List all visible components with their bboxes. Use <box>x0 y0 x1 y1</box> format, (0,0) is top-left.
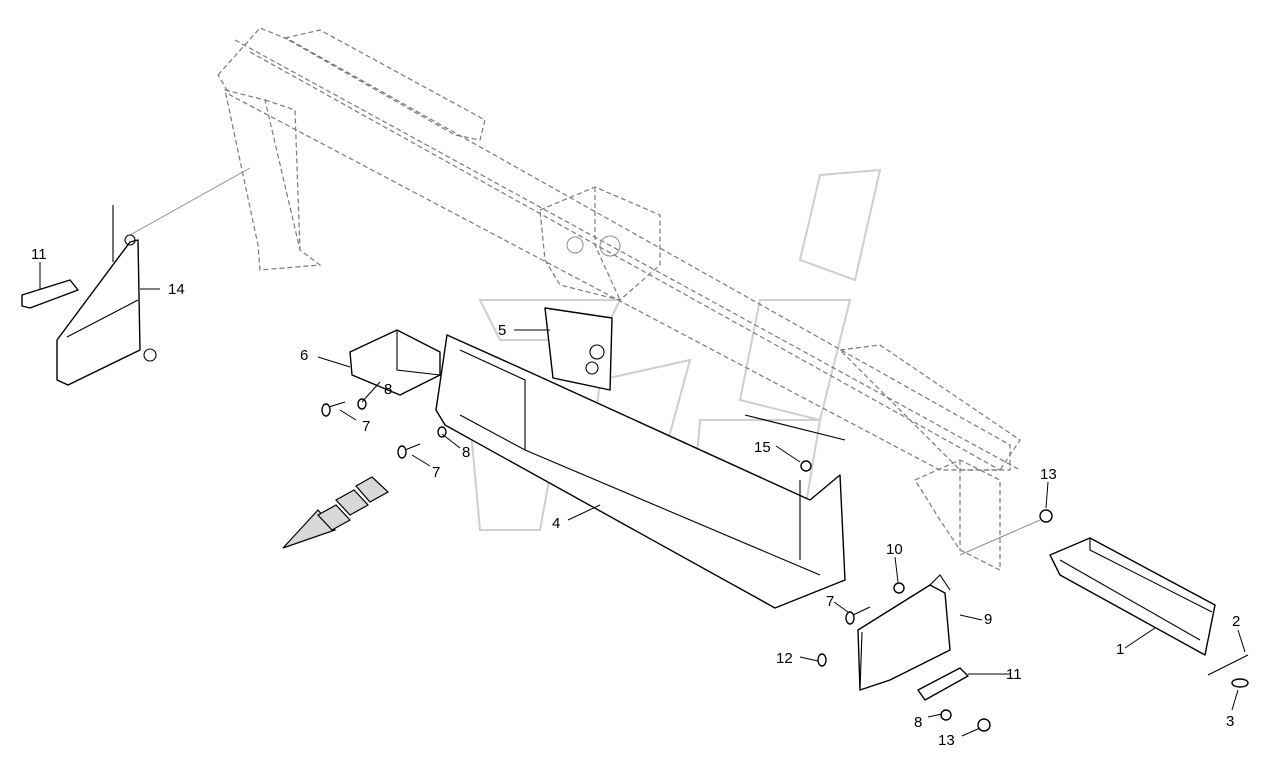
part-5-plate <box>544 307 613 391</box>
direction-arrow <box>282 476 390 549</box>
part-2-pin <box>1207 654 1249 676</box>
callout-12: 12 <box>776 650 793 667</box>
callout-11-a: 11 <box>31 246 47 263</box>
callout-1: 1 <box>1116 641 1124 658</box>
part-4-channel <box>435 334 846 609</box>
callout-13-a: 13 <box>1040 466 1057 483</box>
part-6-bracket <box>349 329 441 396</box>
callout-4: 4 <box>552 515 560 532</box>
part-3-clip <box>1231 678 1249 688</box>
callout-14: 14 <box>168 281 185 298</box>
callout-7-b: 7 <box>432 464 440 481</box>
callout-9: 9 <box>984 611 992 628</box>
main-frame <box>129 27 1041 571</box>
callout-8-b: 8 <box>462 444 470 461</box>
callout-11-b: 11 <box>1006 666 1022 683</box>
part-9-guard <box>857 574 951 691</box>
fasteners-left <box>321 398 447 459</box>
callout-5: 5 <box>498 322 506 339</box>
callout-2: 2 <box>1232 613 1240 630</box>
fasteners-right <box>817 509 1053 732</box>
callout-7-a: 7 <box>362 418 370 435</box>
part-14-wedge-bracket <box>56 205 157 386</box>
callout-8-a: 8 <box>384 381 392 398</box>
callout-6: 6 <box>300 347 308 364</box>
callout-labels: 1 2 3 4 5 6 7 7 7 8 8 8 9 10 11 11 12 13… <box>31 246 1240 749</box>
callout-13-b: 13 <box>938 732 955 749</box>
callout-3: 3 <box>1226 713 1234 730</box>
part-1-tray <box>1049 537 1216 656</box>
callout-7-c: 7 <box>826 593 834 610</box>
part-11-small-plate-left <box>21 279 79 309</box>
leader-lines <box>39 262 1246 737</box>
callout-10: 10 <box>886 541 903 558</box>
part-15-nut <box>800 460 812 472</box>
callout-15: 15 <box>754 439 771 456</box>
part-11-small-plate-right <box>917 667 969 701</box>
callout-8-c: 8 <box>914 714 922 731</box>
